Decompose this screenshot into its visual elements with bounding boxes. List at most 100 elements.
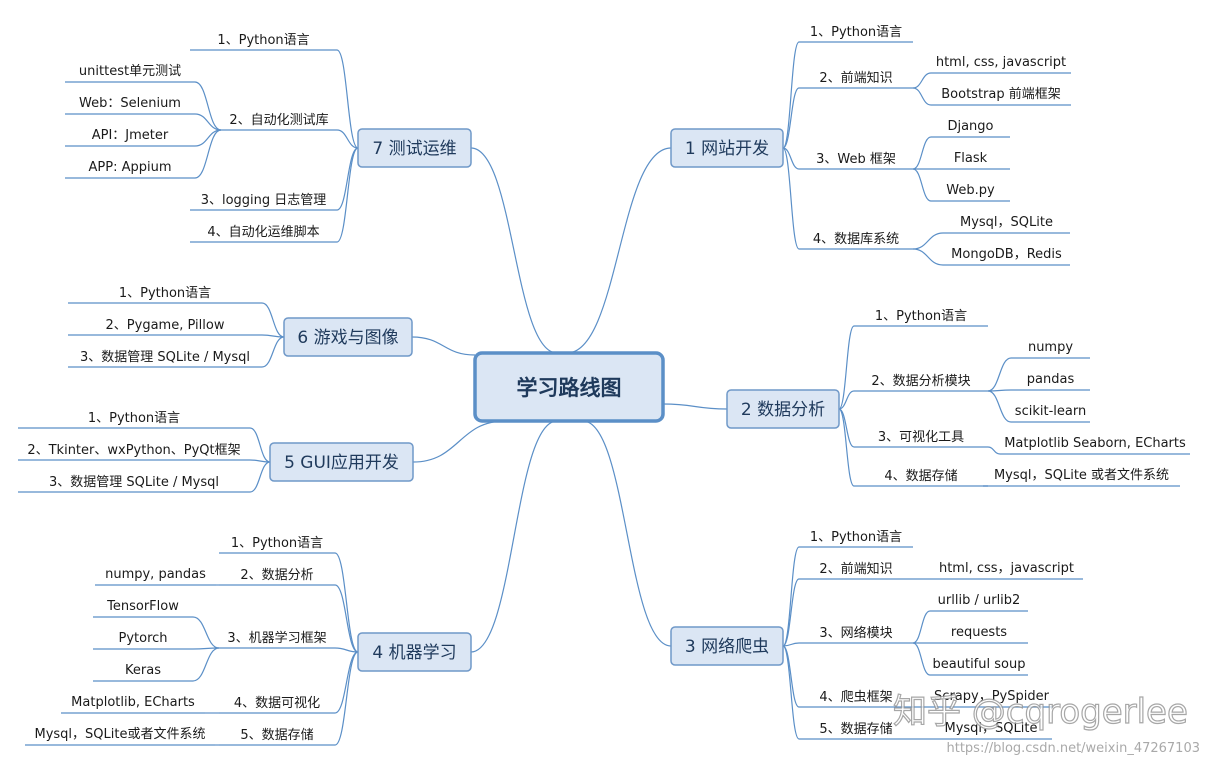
connector-branch-item [838,390,855,410]
item-label: 2、Tkinter、wxPython、PyQt框架 [27,443,240,458]
connector-branch-item [336,49,359,149]
connector-item-child [912,248,944,266]
child-label: urllib / urlib2 [938,593,1021,608]
child-label: APP: Appium [89,160,172,175]
item-label: 4、爬虫框架 [819,690,892,705]
connector-branch-item [838,325,855,410]
item-label: 1、Python语言 [810,25,902,40]
branch-node[interactable] [357,128,472,168]
connector-branch-item [838,408,855,487]
branch-node[interactable] [726,389,840,429]
child-label: Mysql，SQLite或者文件系统 [35,727,206,742]
watermark-url: https://blog.csdn.net/weixin_47267103 [946,741,1200,756]
branch-node[interactable] [357,632,472,672]
center-title: 学习路线图 [517,376,622,400]
connector-branch-item [336,129,359,149]
item-label: 5、数据存储 [240,728,313,743]
child-label: Keras [125,663,161,678]
item-label: 4、自动化运维脚本 [207,224,319,240]
child-label: Mysql，SQLite [945,721,1038,736]
child-label: requests [951,625,1007,640]
child-label: pandas [1027,372,1075,387]
connector-center-branch [470,147,558,354]
connector-item-child [987,446,1001,455]
connector-branch-item [782,578,800,647]
item-label: 3、可视化工具 [878,430,964,445]
connector-branch-item [782,147,800,170]
item-label: 2、前端知识 [819,561,892,577]
connector-item-child [987,390,1012,423]
watermark-main: 知乎 @cqrogerlee [893,692,1188,732]
connector-center-branch [470,420,558,653]
child-label: Mysql，SQLite [960,215,1053,230]
connector-item-child [912,610,931,644]
branch-node[interactable] [269,442,414,482]
item-label: 1、Python语言 [217,33,309,48]
child-label: html, css, javascript [936,55,1066,70]
connector-branch-item [261,302,285,338]
center-node[interactable] [473,351,665,423]
connector-center-branch [582,420,672,647]
connector-branch-item [249,461,271,493]
connector-branch-item [782,87,800,149]
connector-item-child [192,647,220,682]
item-label: 3、logging 日志管理 [201,193,327,208]
child-label: html, css，javascript [939,561,1074,576]
item-label: 4、数据存储 [884,469,957,484]
branch-label: 2 数据分析 [741,400,825,420]
branch-label: 3 网络爬虫 [685,637,769,657]
connector-branch-item [336,147,359,211]
connector-item-child [192,616,220,649]
item-label: 2、数据分析模块 [871,374,970,389]
child-label: MongoDB，Redis [951,247,1062,262]
watermark: 知乎 @cqrogerlee https://blog.csdn.net/wei… [892,691,1200,756]
item-label: 3、数据管理 SQLite / Mysql [49,475,219,490]
connector-center-branch [662,403,728,410]
item-label: 1、Python语言 [88,411,180,426]
connector-branch-item [334,647,359,653]
connector-center-branch [566,147,672,354]
item-label: 1、Python语言 [810,530,902,545]
child-label: Flask [954,151,988,166]
connector-item-child [912,168,932,202]
connector-branch-item [334,651,359,714]
child-label: beautiful soup [933,657,1026,672]
child-label: Scrapy，PySpider [934,689,1050,704]
connector-branch-item [249,427,271,463]
branch-label: 5 GUI应用开发 [284,453,399,473]
connector-branch-item [336,147,359,243]
branch-label: 6 游戏与图像 [297,328,398,348]
child-label: unittest单元测试 [79,64,181,79]
connector-item-child [194,113,222,131]
child-label: Web.py [946,183,995,198]
branch-label: 4 机器学习 [372,643,456,663]
connector-branch-item [334,651,359,746]
child-label: Matplotlib Seaborn, ECharts [1004,436,1186,451]
connector-branch-item [782,642,800,647]
item-label: 5、数据存储 [819,722,892,737]
connector-item-child [912,232,944,250]
connector-branch-item [261,336,285,368]
connector-branch-item [782,147,800,250]
child-label: API：Jmeter [92,128,169,143]
connector-center-branch [411,336,476,356]
child-label: numpy, pandas [105,567,206,582]
branch-node[interactable] [670,626,784,666]
connector-branch-item [782,645,800,740]
item-label: 2、前端知识 [819,70,892,86]
item-label: 1、Python语言 [875,309,967,324]
child-label: Matplotlib, ECharts [71,695,195,710]
child-label: scikit-learn [1015,404,1086,419]
connector-item-child [194,81,222,131]
connector-item-child [987,357,1012,392]
branch-node[interactable] [283,317,413,357]
branch-node[interactable] [670,128,784,168]
child-label: Bootstrap 前端框架 [941,86,1061,102]
connector-branch-item [782,546,800,647]
item-label: 1、Python语言 [119,286,211,301]
child-label: TensorFlow [106,599,179,614]
connector-branch-item [838,408,855,448]
connector-lines [18,41,1190,746]
connector-item-child [912,136,932,170]
